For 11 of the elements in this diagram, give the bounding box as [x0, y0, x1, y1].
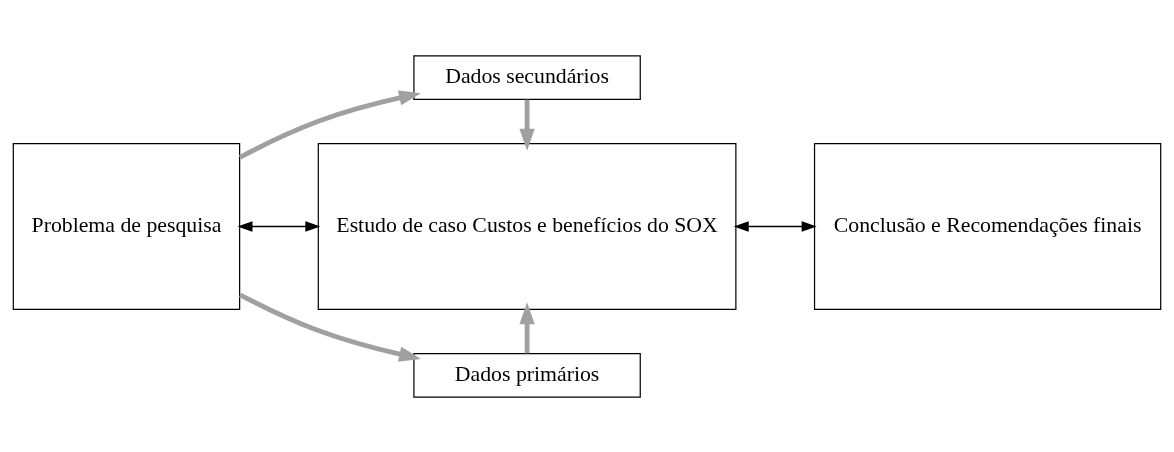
- arrow: [733, 220, 817, 232]
- arrow: [519, 301, 535, 353]
- arrow: [237, 220, 321, 232]
- arrow: [519, 99, 535, 151]
- node-box: Problema de pesquisa: [12, 142, 241, 310]
- node-box: Dados secundários: [413, 54, 641, 100]
- node-box: Estudo de caso Custos e benefícios do SOX: [317, 142, 737, 310]
- arrow: [238, 89, 421, 159]
- arrow: [238, 292, 421, 362]
- node-box: Dados primários: [413, 352, 641, 398]
- node-box: Conclusão e Recomendações finais: [813, 142, 1162, 310]
